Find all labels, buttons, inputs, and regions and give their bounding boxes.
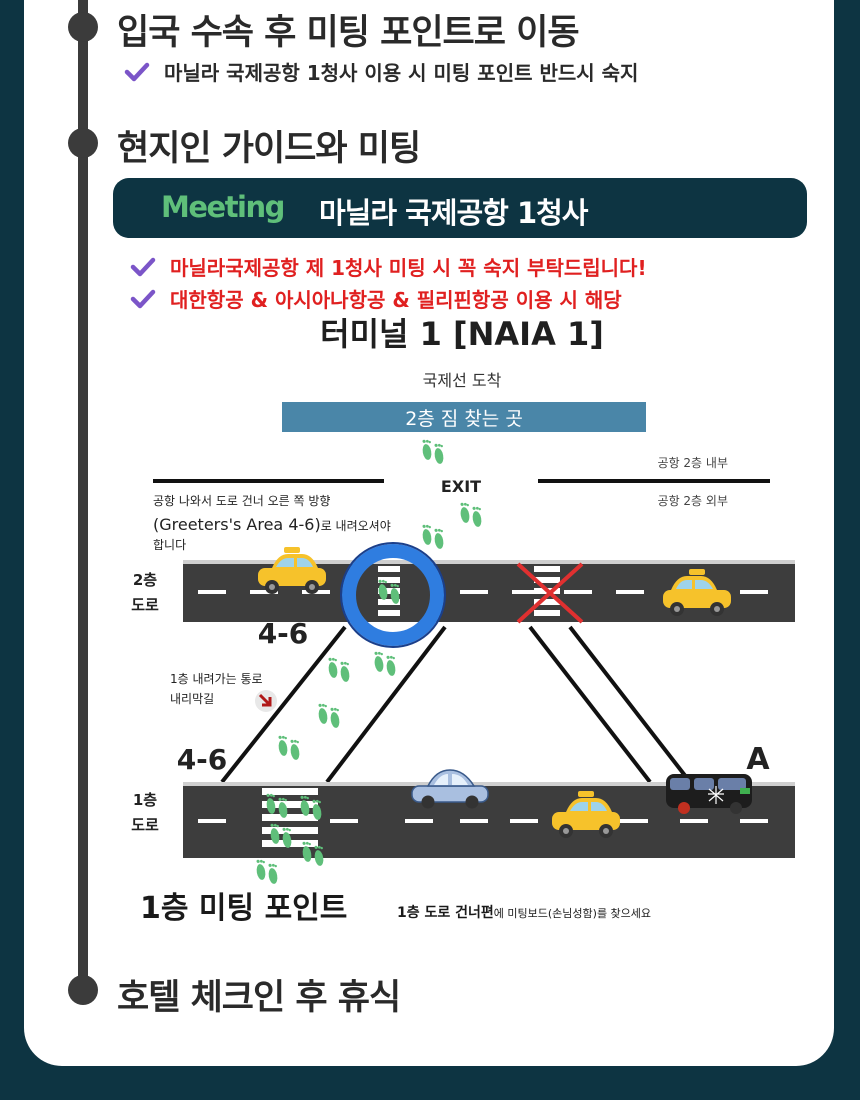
- footprints-ramp-2: [327, 657, 352, 683]
- terminal-title: 터미널 1 [NAIA 1]: [320, 315, 604, 353]
- blocked-x-icon: [516, 562, 584, 624]
- meeting-route-circle: [342, 544, 444, 646]
- gate-upper-label: 4-6: [258, 617, 309, 650]
- step-title-immigration: 입국 수속 후 미팅 포인트로 이동: [117, 13, 580, 53]
- footprints-ramp-4: [277, 735, 302, 761]
- baggage-claim-label: 2층 짐 찾는 곳: [405, 408, 523, 430]
- footprints-exit-3: [421, 524, 446, 550]
- instruction-line-3: 합니다: [153, 538, 186, 552]
- step1-note: 마닐라 국제공항 1청사 이용 시 미팅 포인트 반드시 숙지: [124, 57, 638, 86]
- notice-1-text: 마닐라국제공항 제 1청사 미팅 시 꼭 숙지 부탁드립니다!: [170, 256, 647, 280]
- arrival-label: 국제선 도착: [423, 371, 502, 390]
- step-title-guide-meeting: 현지인 가이드와 미팅: [117, 129, 421, 169]
- crosswalk-2f-main: [378, 566, 400, 616]
- ramp-lines: [220, 625, 692, 784]
- notice-2: 대한항공 & 아시아나항공 & 필리핀항공 이용 시 해당: [130, 284, 622, 313]
- instruction-line-2: (Greeters's Area 4-6)로 내려오셔야: [153, 515, 391, 534]
- road-1f-label-b: 도로: [131, 816, 159, 834]
- meeting-point-footer: 1층 도로 건너편에 미팅보드(손님성함)를 찾으세요: [397, 904, 651, 921]
- notice-2-text: 대한항공 & 아시아나항공 & 필리핀항공 이용 시 해당: [170, 288, 622, 312]
- footprints-exit-2: [459, 502, 484, 528]
- footprints-1f-5: [255, 859, 280, 885]
- blue-car: [411, 769, 489, 809]
- meeting-bus: [666, 774, 752, 814]
- step-title-hotel: 호텔 체크인 후 휴식: [117, 978, 401, 1018]
- greeters-area: (Greeters's Area 4-6): [153, 515, 321, 534]
- road-1f-label-a: 1층: [133, 791, 157, 809]
- exit-label: EXIT: [441, 477, 481, 496]
- step1-note-text: 마닐라 국제공항 1청사 이용 시 미팅 포인트 반드시 숙지: [164, 61, 639, 85]
- inside-label: 공항 2층 내부: [658, 456, 728, 470]
- baggage-claim-bar: [282, 402, 646, 432]
- timeline-dot-1: [68, 12, 98, 42]
- instruction-line-1: 공항 나와서 도로 건너 오른 쪽 방향: [153, 494, 330, 508]
- road-2f-label-a: 2층: [133, 571, 157, 589]
- check-icon: [130, 289, 156, 308]
- footer-part-2: 에 미팅보드(손님성함)를 찾으세요: [494, 907, 651, 920]
- footprints-exit-1: [421, 439, 446, 465]
- timeline-line: [78, 0, 88, 990]
- road-2f-label-b: 도로: [131, 596, 159, 614]
- meeting-place: 마닐라 국제공항 1청사: [319, 196, 588, 230]
- meeting-label: Meeting: [161, 190, 285, 224]
- footprints-ramp-1: [373, 651, 398, 677]
- notice-1: 마닐라국제공항 제 1청사 미팅 시 꼭 숙지 부탁드립니다!: [130, 252, 647, 281]
- meeting-bar: Meeting 마닐라 국제공항 1청사: [113, 178, 807, 238]
- footer-part-1: 1층 도로 건너편: [397, 904, 494, 921]
- outside-label: 공항 2층 외부: [658, 494, 728, 508]
- timeline-dot-3: [68, 975, 98, 1005]
- gate-lower-label: 4-6: [177, 743, 228, 776]
- instruction-line-2b: 로 내려오셔야: [321, 519, 391, 533]
- footprints-ramp-3: [317, 703, 342, 729]
- timeline-dot-2: [68, 128, 98, 158]
- check-icon: [130, 257, 156, 276]
- ramp-label-1: 1층 내려가는 통로: [170, 672, 263, 686]
- arrow-down-right-icon: [255, 690, 277, 712]
- ramp-label-2: 내리막길: [170, 692, 214, 706]
- meeting-point-label: 1층 미팅 포인트: [140, 891, 347, 926]
- point-a-label: A: [746, 742, 770, 777]
- check-icon: [124, 62, 150, 81]
